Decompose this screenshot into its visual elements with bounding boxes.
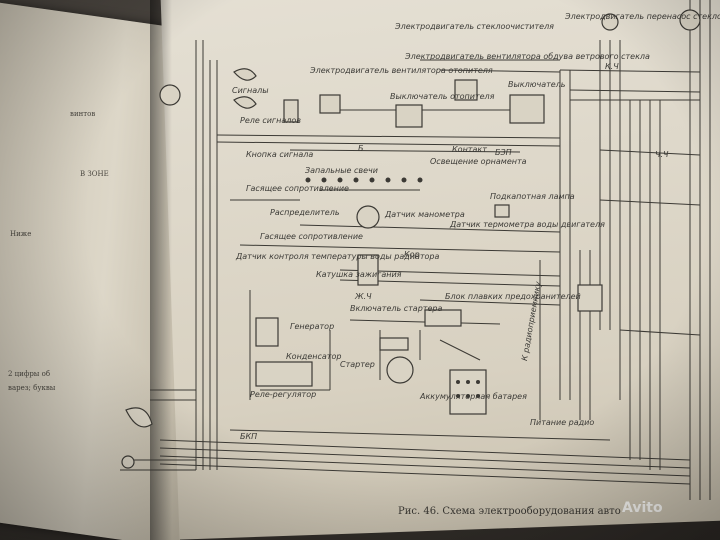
left-page-text: варез; буквы [8,384,56,392]
label-quench-resistor-2: Гасящее сопротивление [260,232,363,241]
motor-icon [319,94,341,114]
label-switch: Выключатель [508,80,566,89]
wire-label: Ч.Ч [655,150,669,159]
regulator-icon [255,361,313,387]
starter-icon [386,356,414,384]
label-horn: Сигналы [232,86,269,95]
relay-icon [283,99,299,123]
coil-icon [357,254,379,286]
label-quench-resistor: Гасящее сопротивление [246,184,349,193]
label-distributor: Распределитель [270,208,340,217]
label-fan-window: Электродвигатель вентилятора обдува ветр… [405,52,650,61]
left-page-text: Ниже [10,230,32,238]
label-spark-plugs: Запальные свечи [305,166,378,175]
motor-icon [601,13,619,31]
label-horn-button: Кнопка сигнала [246,150,314,159]
fuse-block-icon [424,309,462,327]
label-fan-heater: Электродвигатель вентилятора отопителя [310,66,493,75]
distributor-icon [356,205,380,229]
horn-icon [233,96,257,109]
label-horn-relay: Реле сигналов [240,116,301,125]
wire-label: БКП [240,432,258,441]
label-switch-heater: Выключатель отопителя [390,92,495,101]
spark-plugs-icon [305,177,423,183]
label-starter-switch: Включатель стартера [350,304,443,313]
left-page-text: В ЗОНЕ [80,170,109,178]
label-washer: Электродвигатель перенасос стеклоо [565,12,720,21]
lamp-icon [121,455,135,469]
figure-caption: Рис. 46. Схема электрооборудования авто [398,506,621,517]
label-fuse-block: Блок плавких предохранителей [445,292,581,301]
label-hood-lamp: Подкапотная лампа [490,192,575,201]
label-coil: Катушка зажигания [316,270,402,279]
watermark: Avito [622,500,663,516]
label-temp-sensor: Датчик контроля температуры воды радиато… [236,252,440,261]
label-manometer: Датчик манометра [385,210,465,219]
switch-icon [395,104,423,128]
battery-icon [449,369,487,415]
label-radio-supply: Питание радио [530,418,595,427]
connector-icon [679,9,701,31]
left-page-text: винтов [70,110,96,118]
label-generator: Генератор [290,322,335,331]
wire-label: Кор [404,250,420,259]
label-regulator: Реле-регулятор [250,390,317,399]
wire-label: К.Ч [605,62,619,71]
book-gutter [150,0,172,540]
motor-icon [454,79,478,101]
horn-icon [125,407,153,428]
lamp-icon [494,204,510,218]
switch-icon [509,94,545,124]
starter-switch-icon [379,337,409,351]
headlamp-icon [159,84,181,106]
label-thermo-sensor: Датчик термометра воды двигателя [450,220,605,229]
horn-icon [233,68,257,81]
label-starter: Стартер [340,360,375,369]
label-battery: Аккумуляторная батарея [420,392,527,401]
generator-icon [255,317,279,347]
label-contact: Контакт [452,145,487,154]
label-condenser: Конденсатор [286,352,342,361]
wire-label: Ж.Ч [355,292,372,301]
label-wiper-motor: Электродвигатель стеклоочистителя [395,22,554,31]
left-page-text: 2 цифры об [8,370,51,378]
wire-label: БЗП [495,148,512,157]
label-dash-light: Освещение орнамента [430,157,527,166]
wire-label: Б [358,144,364,153]
connector-icon [577,284,603,312]
